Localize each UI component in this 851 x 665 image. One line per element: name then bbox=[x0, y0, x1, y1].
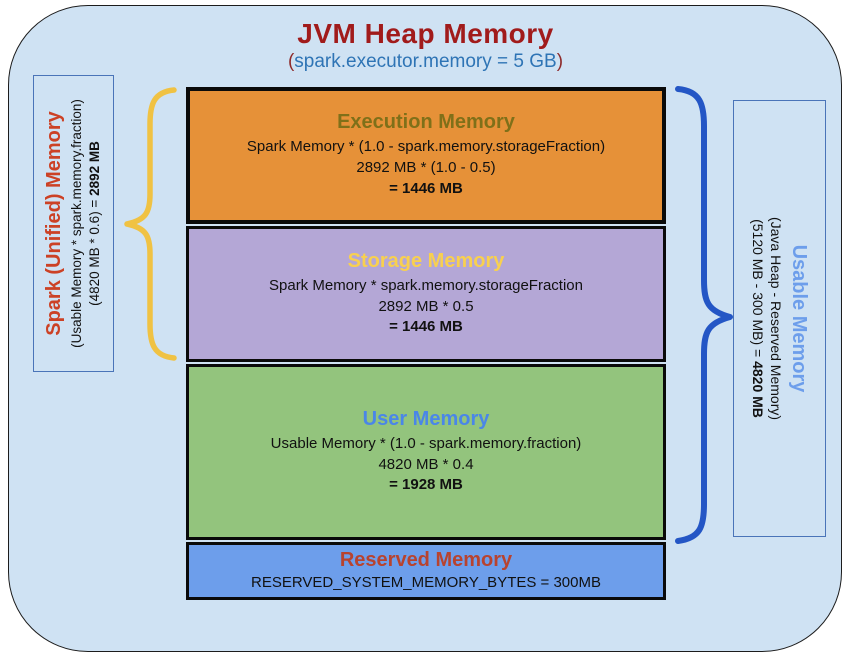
page-subtitle: (spark.executor.memory = 5 GB) bbox=[0, 51, 851, 73]
usable-memory-calc-prefix: (5120 MB - 300 MB) = bbox=[750, 219, 766, 362]
storage-memory-calc: 2892 MB * 0.5 bbox=[378, 297, 474, 315]
user-memory-calc: 4820 MB * 0.4 bbox=[378, 455, 474, 473]
page-title: JVM Heap Memory bbox=[297, 18, 554, 49]
subtitle-open-paren: ( bbox=[287, 51, 295, 72]
user-memory-result: = 1928 MB bbox=[389, 476, 463, 494]
user-memory-title: User Memory bbox=[362, 407, 490, 430]
usable-memory-label-formula: (Java Heap - Reserved Memory) bbox=[768, 216, 785, 421]
reserved-memory-block: Reserved Memory RESERVED_SYSTEM_MEMORY_B… bbox=[186, 542, 666, 600]
usable-memory-label-title: Usable Memory bbox=[788, 244, 811, 393]
execution-memory-calc: 2892 MB * (1.0 - 0.5) bbox=[356, 159, 496, 177]
spark-unified-memory-label-formula: (Usable Memory * spark.memory.fraction) bbox=[69, 99, 85, 348]
spark-unified-memory-label: Spark (Unified) Memory (Usable Memory * … bbox=[33, 75, 114, 372]
subtitle-text: spark.executor.memory = 5 GB bbox=[294, 51, 557, 72]
reserved-memory-title: Reserved Memory bbox=[339, 548, 513, 571]
usable-memory-label-calc: (5120 MB - 300 MB) = 4820 MB bbox=[749, 219, 767, 418]
storage-memory-result: = 1446 MB bbox=[389, 318, 463, 336]
spark-unified-memory-label-title: Spark (Unified) Memory bbox=[43, 111, 66, 336]
user-memory-block: User Memory Usable Memory * (1.0 - spark… bbox=[186, 364, 666, 540]
execution-memory-title: Execution Memory bbox=[337, 111, 515, 134]
subtitle-close-paren: ) bbox=[556, 51, 564, 72]
user-memory-formula: Usable Memory * (1.0 - spark.memory.frac… bbox=[270, 434, 582, 452]
storage-memory-title: Storage Memory bbox=[347, 249, 505, 272]
spark-unified-memory-box bbox=[33, 75, 114, 372]
usable-memory-box bbox=[733, 100, 826, 537]
usable-memory-calc-value: 4820 MB bbox=[750, 361, 766, 418]
storage-memory-block: Storage Memory Spark Memory * spark.memo… bbox=[186, 226, 666, 362]
spark-unified-calc-prefix: (4820 MB * 0.6) = bbox=[87, 195, 102, 306]
execution-memory-formula: Spark Memory * (1.0 - spark.memory.stora… bbox=[246, 138, 606, 156]
spark-unified-memory-label-calc: (4820 MB * 0.6) = 2892 MB bbox=[86, 141, 104, 306]
storage-memory-formula: Spark Memory * spark.memory.storageFract… bbox=[269, 276, 583, 294]
execution-memory-result: = 1446 MB bbox=[389, 179, 463, 197]
usable-memory-label: Usable Memory (Java Heap - Reserved Memo… bbox=[733, 100, 826, 537]
execution-memory-block: Execution Memory Spark Memory * (1.0 - s… bbox=[186, 87, 666, 224]
spark-unified-calc-value: 2892 MB bbox=[87, 141, 102, 196]
reserved-memory-formula: RESERVED_SYSTEM_MEMORY_BYTES = 300MB bbox=[251, 573, 601, 591]
